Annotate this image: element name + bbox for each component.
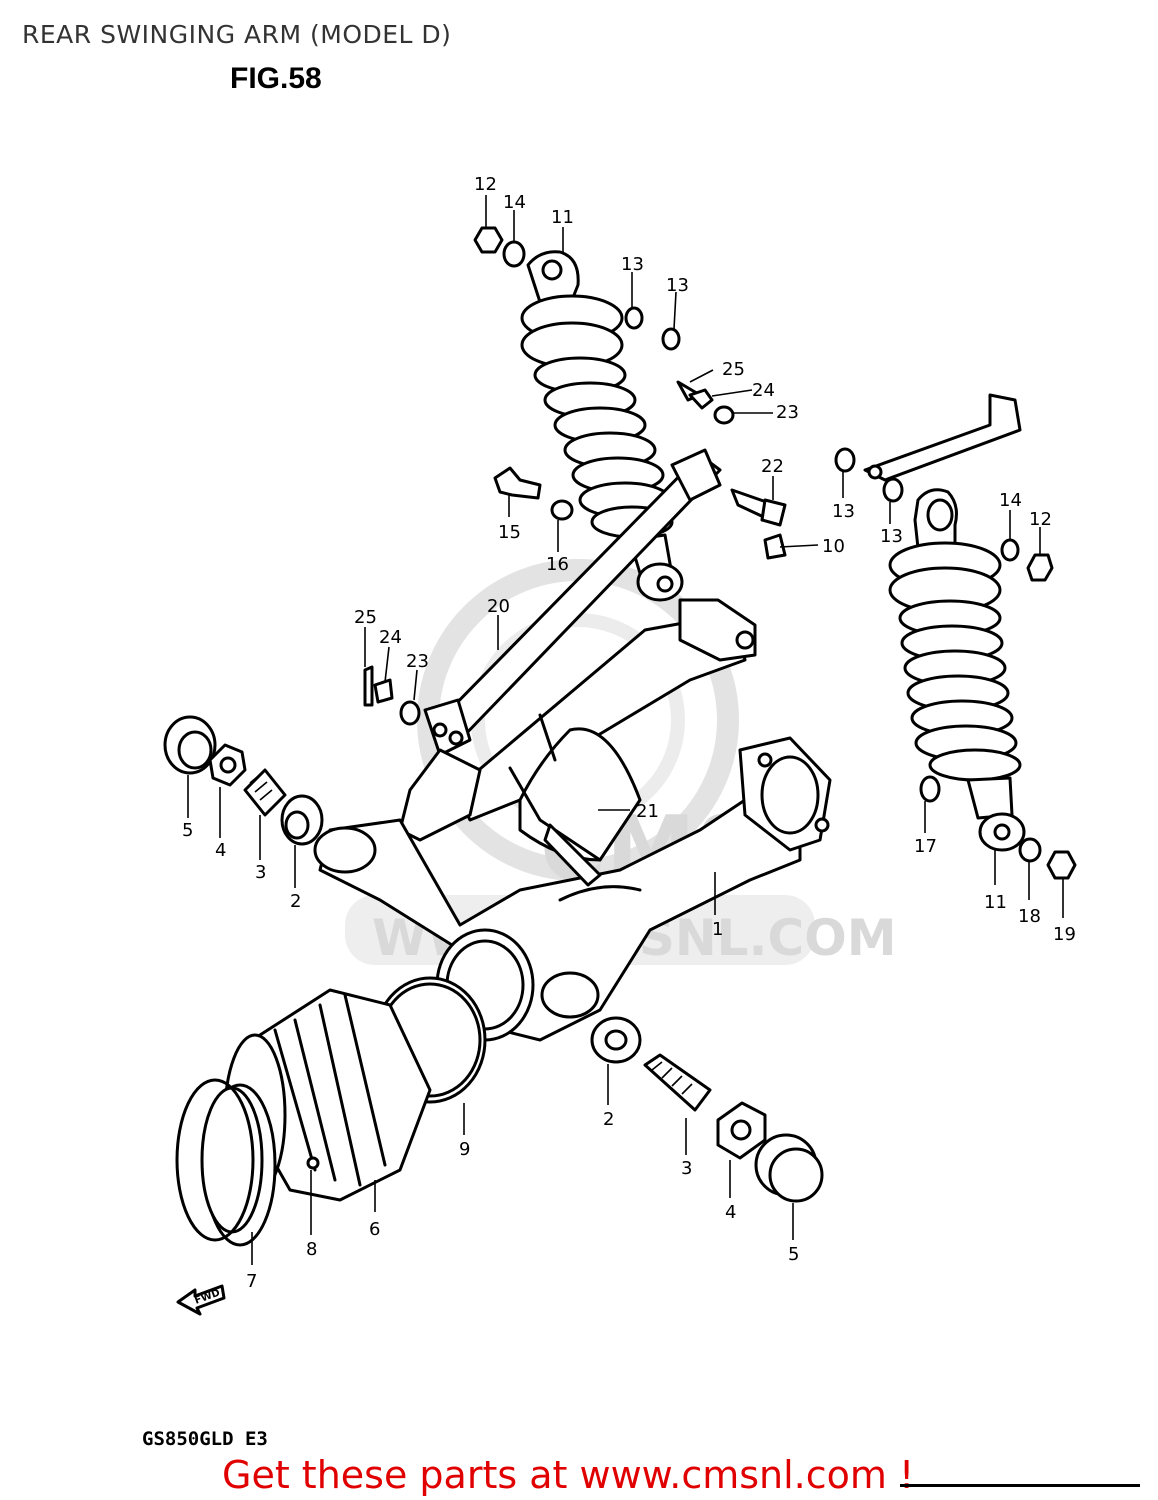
callout-14: 14 [999,490,1022,511]
callout-23: 23 [776,402,799,423]
callout-4: 4 [725,1202,736,1223]
figure-number: FIG.58 [230,62,322,95]
callout-10: 10 [822,536,845,557]
torque-rod [423,448,722,757]
forward-arrow-icon: FWD [176,1284,226,1316]
left-shock-absorber [520,250,684,602]
callout-12: 12 [474,174,497,195]
callout-20: 20 [487,596,510,617]
callout-2: 2 [290,891,301,912]
callout-11: 11 [551,207,574,228]
part-callouts: 12 14 11 13 13 25 24 23 22 13 13 14 12 1… [182,174,1076,1292]
callout-21: 21 [636,801,659,822]
rubber-boot-assembly [175,976,487,1247]
footer-underline [900,1484,1140,1487]
callout-13: 13 [621,254,644,275]
callout-13: 13 [666,275,689,296]
callout-25: 25 [354,607,377,628]
callout-5: 5 [182,820,193,841]
callout-14: 14 [503,192,526,213]
model-code: GS850GLD E3 [142,1428,268,1450]
callout-18: 18 [1018,906,1041,927]
callout-12: 12 [1029,509,1052,530]
footer-cta-link[interactable]: Get these parts at www.cmsnl.com ! [222,1453,915,1497]
callout-4: 4 [215,840,226,861]
callout-25: 25 [722,359,745,380]
leader-lines [187,195,1064,1265]
pivot-parts-left [163,715,324,846]
callout-3: 3 [681,1158,692,1179]
pivot-parts-right [590,1016,824,1203]
callout-23: 23 [406,651,429,672]
callout-6: 6 [369,1219,380,1240]
callout-16: 16 [546,554,569,575]
callout-8: 8 [306,1239,317,1260]
callout-17: 17 [914,836,937,857]
callout-5: 5 [788,1244,799,1265]
callout-11: 11 [984,892,1007,913]
callout-2: 2 [603,1109,614,1130]
callout-13: 13 [880,526,903,547]
callout-1: 1 [712,919,723,940]
torque-bracket [863,393,1022,482]
callout-7: 7 [246,1271,257,1292]
callout-24: 24 [379,627,402,648]
fasteners [363,226,1077,887]
callout-22: 22 [761,456,784,477]
callout-3: 3 [255,862,266,883]
callout-13: 13 [832,501,855,522]
callout-9: 9 [459,1139,470,1160]
callout-19: 19 [1053,924,1076,945]
right-shock-absorber [888,488,1026,852]
callout-15: 15 [498,522,521,543]
callout-24: 24 [752,380,775,401]
diagram-title: REAR SWINGING ARM (MODEL D) [22,20,452,49]
